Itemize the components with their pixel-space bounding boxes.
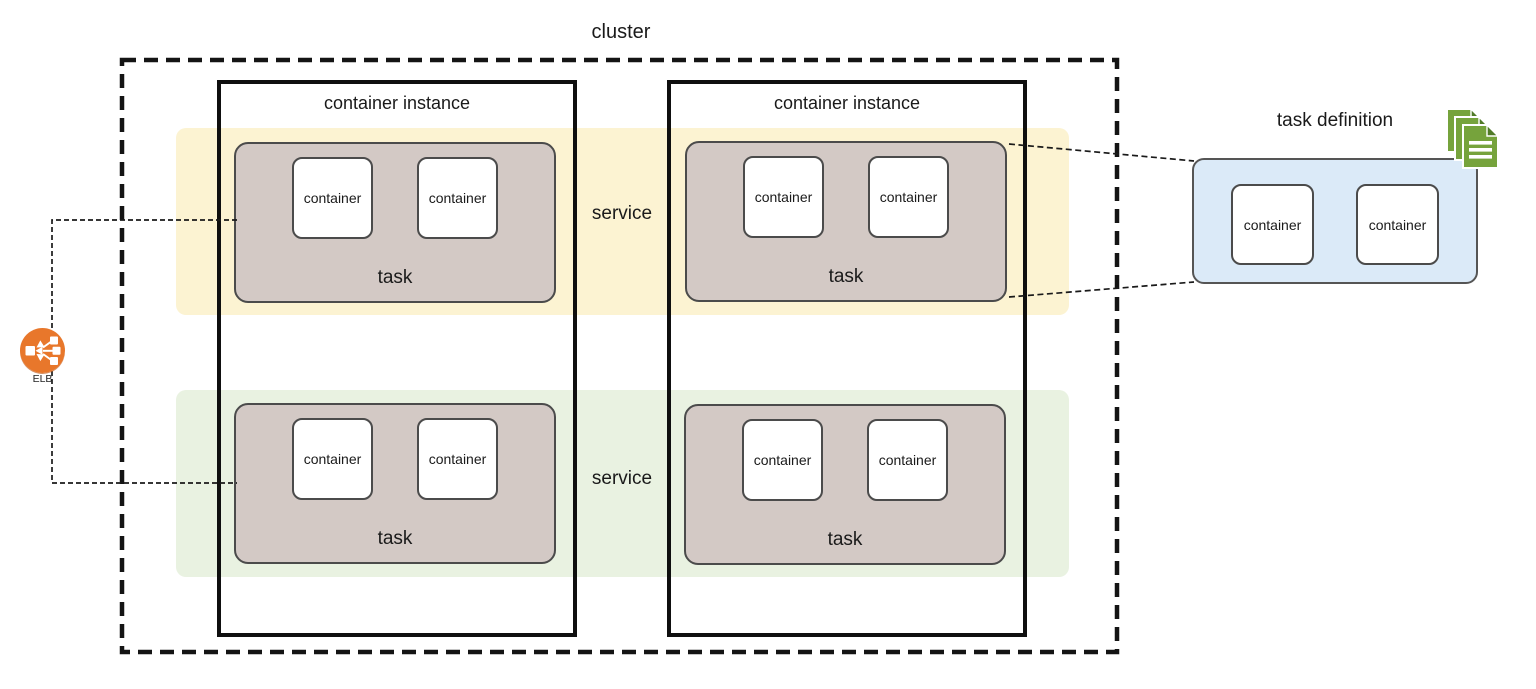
container-instance-2: container instance (667, 80, 1027, 637)
task-definition-box: container container (1192, 158, 1478, 284)
stacked-documents-icon (1446, 108, 1500, 169)
elastic-load-balancer-icon (20, 328, 65, 374)
container-instance-1: container instance (217, 80, 577, 637)
container-box: container (1231, 184, 1314, 265)
task-definition-label: task definition (1276, 110, 1394, 131)
container-instance-label: container instance (773, 93, 921, 113)
elb-label: ELB (32, 373, 53, 385)
container-group: container container (1194, 160, 1476, 265)
container-instance-label: container instance (323, 93, 471, 113)
cluster-label: cluster (591, 21, 651, 43)
container-label: container (1243, 216, 1302, 233)
container-box: container (1356, 184, 1439, 265)
container-label: container (1368, 216, 1427, 233)
